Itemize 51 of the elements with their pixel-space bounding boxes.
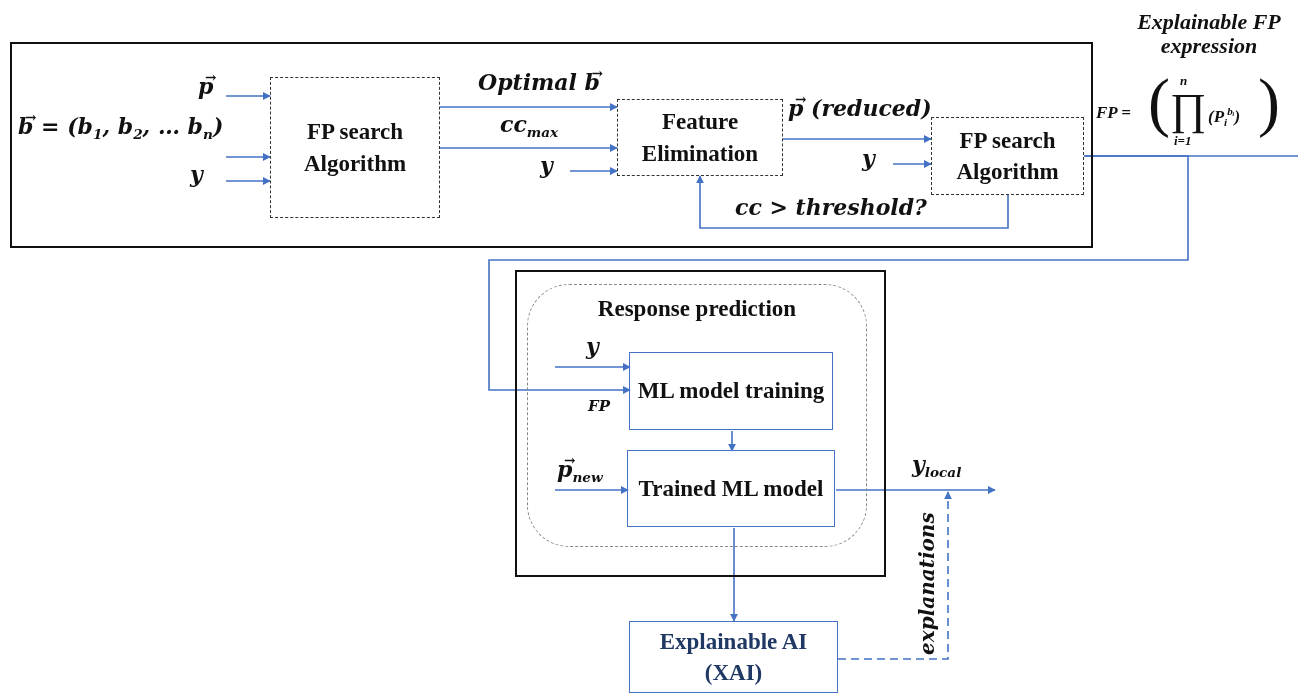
formula-text: ( [1148,66,1170,139]
edge-label: cc > threshold? [735,195,927,220]
node-label: FP search Algorithm [302,118,408,178]
edge-label: explanations [916,512,938,655]
edge-label: cc$_{max}$ [500,112,559,141]
arrow [554,486,629,494]
arrow [569,167,618,175]
arrow [488,155,1189,394]
edge-label: y$_{local}$ [912,452,962,481]
edge-label: y [586,334,599,359]
formula-text: FP = [1096,104,1132,123]
arrow [835,486,996,494]
process-box [617,99,783,176]
node-label: FP search Algorithm [955,126,1060,186]
process-box [629,621,838,693]
formula-text: (P$_{i}$$^{bᵢ}$) [1208,105,1241,129]
formula-text: n [1180,74,1188,89]
edge-label: y [862,146,875,171]
panel-frame [515,270,886,577]
process-box [270,77,440,218]
arrow [225,177,271,185]
process-box [931,117,1084,195]
caption-text: Explainable FP expression [1136,10,1282,59]
arrow [225,92,271,100]
group-frame [527,284,867,547]
edge-label: p$^{→}$ (reduced) [788,96,932,121]
node-label: Response prediction [596,295,798,323]
process-box [629,352,833,430]
arrow [730,527,738,622]
edge-label: y [540,153,553,178]
node-label: ML model training [636,377,826,406]
edge-label: b$^{→}$ = (b$_{1}$, b$_{2}$, … b$_{n}$) [18,114,224,143]
node-label: Feature Elimination [640,108,760,168]
arrow [837,491,952,660]
arrow [554,363,631,371]
arrow [782,135,932,143]
arrow [439,103,618,111]
arrow [728,430,736,452]
formula-text: i=1 [1174,134,1192,149]
panel-frame [10,42,1093,248]
formula-text: ∏ [1170,86,1207,135]
edge-label: FP [588,398,610,415]
arrow [439,144,618,152]
node-label: Trained ML model [637,474,825,503]
process-box [627,450,835,527]
node-label: Explainable AI (XAI) [658,627,809,687]
arrow [225,153,271,161]
arrow [696,175,1009,229]
edge-label: y [190,162,203,187]
arrow [892,160,932,168]
formula-text: ) [1258,66,1280,139]
